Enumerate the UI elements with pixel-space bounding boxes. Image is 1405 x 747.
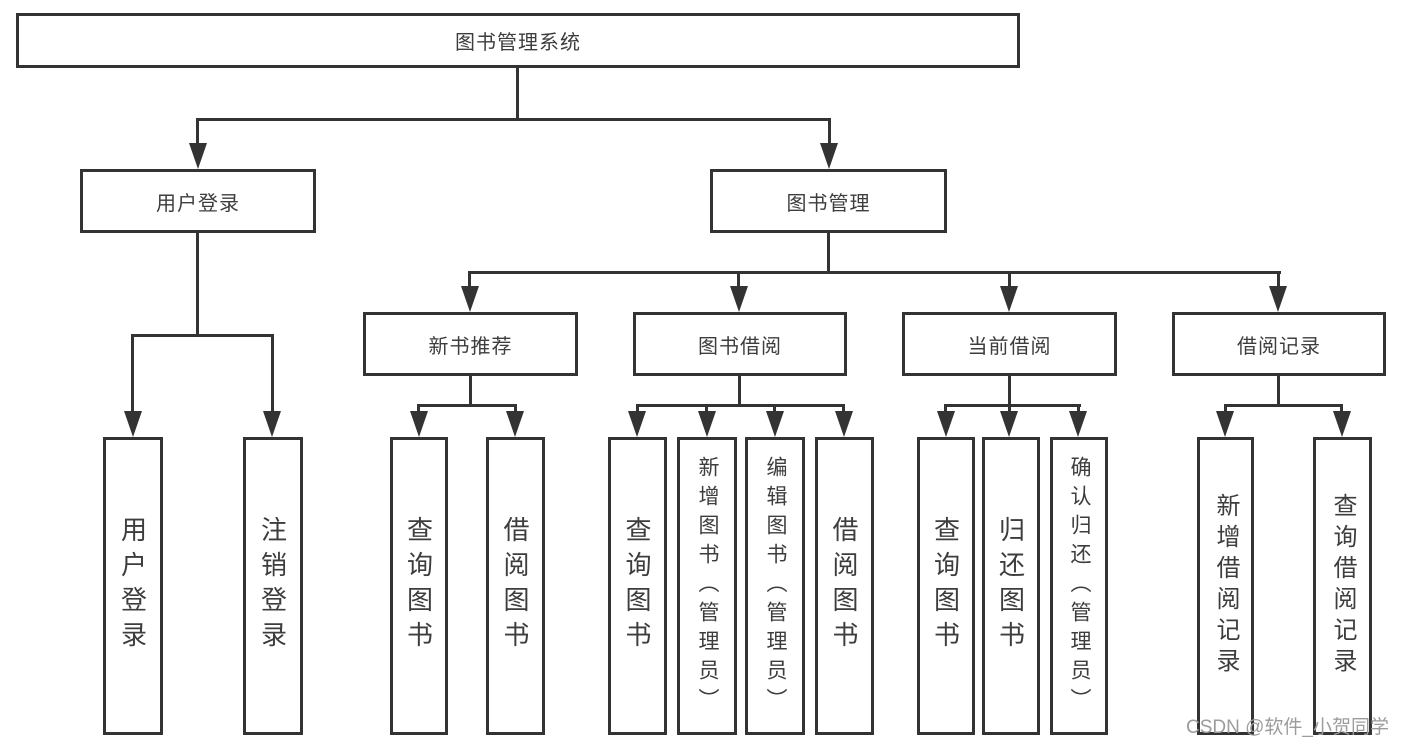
node-label: 借阅图书 (500, 516, 530, 656)
leaf-record-add-borrow-record: 新增借阅记录 (1197, 437, 1254, 735)
connector-line (417, 404, 517, 407)
connector-line (468, 271, 471, 289)
connector-line (468, 271, 1281, 274)
connector-line (842, 404, 845, 416)
connector-line (944, 404, 947, 416)
node-user-login: 用户登录 (80, 169, 316, 233)
connector-line (738, 376, 741, 407)
connector-line (1224, 404, 1227, 416)
connector-line (196, 118, 199, 148)
node-label: 用户登录 (156, 192, 240, 215)
node-label: 图书借阅 (698, 335, 782, 358)
arrowhead-down-icon (730, 286, 748, 312)
leaf-record-query-borrow-record: 查询借阅记录 (1313, 437, 1372, 735)
arrowhead-down-icon (124, 411, 142, 437)
connector-line (131, 334, 134, 414)
arrowhead-down-icon (766, 411, 784, 437)
arrowhead-down-icon (835, 411, 853, 437)
node-label: 用户登录 (117, 516, 148, 656)
node-label: 新书推荐 (428, 335, 513, 358)
leaf-borrow-query-book: 查询图书 (608, 437, 667, 735)
leaf-current-confirm-return-admin: 确认归还（管理员） (1050, 437, 1108, 735)
node-label: 当前借阅 (967, 335, 1052, 358)
connector-line (1077, 404, 1080, 416)
node-new-book-recommend: 新书推荐 (363, 312, 578, 376)
node-label: 图书管理系统 (455, 32, 581, 54)
connector-line (514, 404, 517, 416)
arrowhead-down-icon (263, 411, 281, 437)
arrowhead-down-icon (1069, 411, 1087, 437)
node-label: 查询图书 (622, 516, 652, 656)
node-label: 新增借阅记录 (1212, 493, 1239, 679)
arrowhead-down-icon (698, 411, 716, 437)
connector-line (1277, 376, 1280, 407)
node-label: 图书管理 (786, 192, 871, 215)
connector-line (636, 404, 639, 416)
arrowhead-down-icon (1269, 286, 1287, 312)
node-label: 借阅图书 (829, 516, 859, 656)
arrowhead-down-icon (628, 411, 646, 437)
connector-line (944, 404, 1081, 407)
arrowhead-down-icon (1000, 286, 1018, 312)
node-label: 归还图书 (995, 516, 1026, 656)
node-book-borrow: 图书借阅 (633, 312, 847, 376)
connector-line (196, 118, 831, 121)
arrowhead-down-icon (937, 411, 955, 437)
arrowhead-down-icon (1216, 411, 1234, 437)
node-label: 新增图书（管理员） (696, 455, 719, 717)
leaf-current-return-book: 归还图书 (982, 437, 1040, 735)
leaf-recommend-query-book: 查询图书 (390, 437, 448, 735)
connector-line (737, 271, 740, 289)
node-book-management: 图书管理 (710, 169, 947, 233)
leaf-borrow-add-book-admin: 新增图书（管理员） (677, 437, 737, 735)
connector-line (828, 118, 831, 148)
connector-line (1340, 404, 1343, 416)
connector-line (516, 68, 519, 121)
node-label: 借阅记录 (1237, 335, 1321, 358)
arrowhead-down-icon (189, 143, 207, 169)
leaf-borrow-edit-book-admin: 编辑图书（管理员） (745, 437, 805, 735)
leaf-user-login: 用户登录 (103, 437, 163, 735)
arrowhead-down-icon (820, 143, 838, 169)
connector-line (773, 404, 776, 416)
connector-line (1277, 271, 1280, 289)
connector-line (131, 334, 274, 337)
csdn-watermark: CSDN @软件_小贺同学 (1186, 717, 1389, 738)
connector-line (827, 233, 830, 274)
node-label: 查询图书 (403, 516, 434, 656)
arrowhead-down-icon (1000, 411, 1018, 437)
connector-line (271, 334, 274, 414)
leaf-current-query-book: 查询图书 (917, 437, 975, 735)
arrowhead-down-icon (461, 286, 479, 312)
connector-line (1008, 376, 1011, 407)
node-label: 查询图书 (930, 516, 961, 656)
connector-line (1008, 271, 1011, 289)
connector-line (636, 404, 845, 407)
node-label: 确认归还（管理员） (1068, 455, 1091, 717)
node-current-borrow: 当前借阅 (902, 312, 1117, 376)
connector-line (1008, 404, 1011, 416)
node-system-root: 图书管理系统 (16, 13, 1020, 68)
arrowhead-down-icon (506, 411, 524, 437)
leaf-recommend-borrow-book: 借阅图书 (486, 437, 545, 735)
connector-line (417, 404, 420, 416)
connector-line (705, 404, 708, 416)
node-label: 编辑图书（管理员） (764, 455, 787, 717)
leaf-borrow-borrow-book: 借阅图书 (815, 437, 874, 735)
node-label: 注销登录 (257, 516, 288, 656)
connector-line (1224, 404, 1343, 407)
arrowhead-down-icon (1333, 411, 1351, 437)
leaf-logout: 注销登录 (243, 437, 303, 735)
connector-line (469, 376, 472, 407)
node-label: 查询借阅记录 (1329, 493, 1356, 679)
arrowhead-down-icon (410, 411, 428, 437)
node-borrow-record: 借阅记录 (1172, 312, 1386, 376)
connector-line (196, 233, 199, 334)
